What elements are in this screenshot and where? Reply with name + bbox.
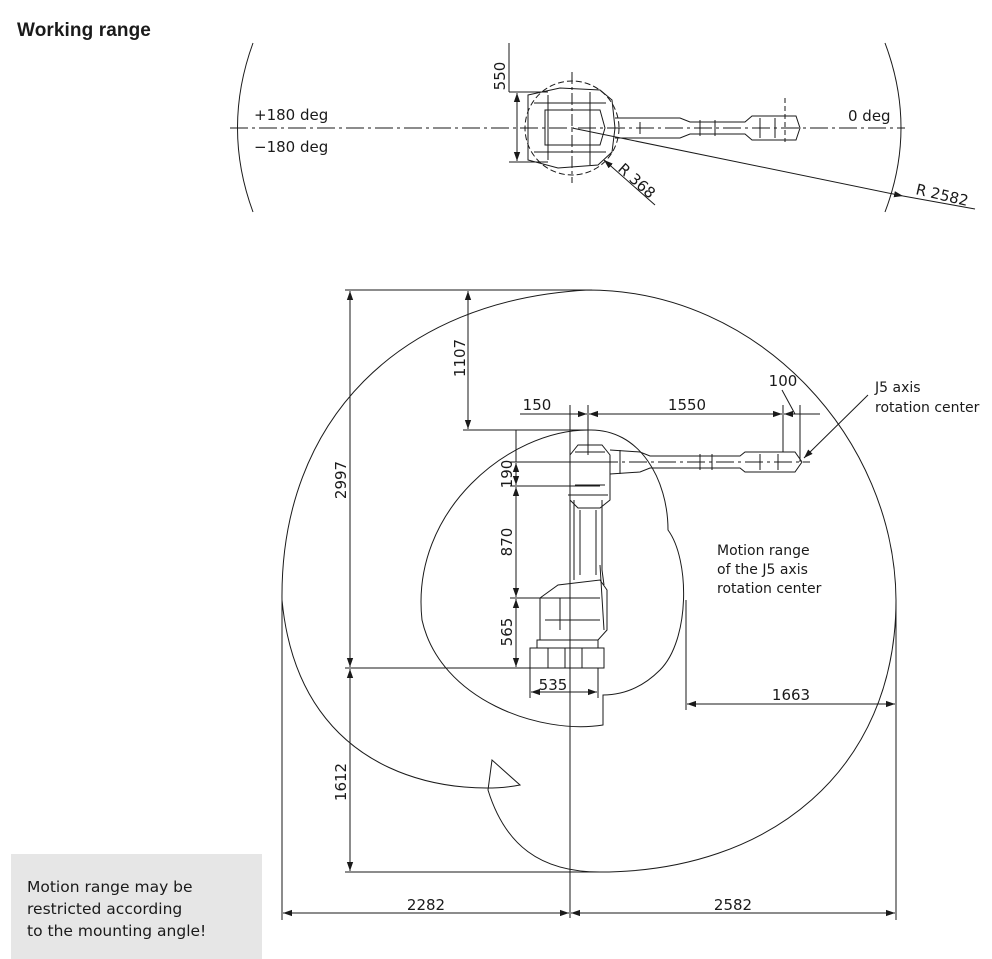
label-motion-line1: Motion range — [717, 543, 810, 559]
label-190: 190 — [498, 460, 516, 489]
label-2282: 2282 — [407, 896, 445, 914]
label-plus-180: +180 deg — [254, 106, 328, 124]
robot-upper-arm-housing — [569, 444, 611, 509]
label-r2582: R 2582 — [914, 180, 970, 210]
label-width-550: 550 — [491, 62, 509, 91]
mounting-note: Motion range may be restricted according… — [27, 878, 207, 940]
label-150: 150 — [523, 396, 552, 414]
label-zero-deg: 0 deg — [848, 107, 891, 125]
top-view — [230, 42, 976, 213]
robot-forearm — [609, 449, 803, 475]
label-1663: 1663 — [772, 686, 810, 704]
label-r368: R 368 — [614, 160, 659, 203]
robot-lower-arm — [573, 500, 605, 586]
label-j5-line1: J5 axis — [874, 380, 921, 396]
robot-lower-body — [539, 579, 608, 641]
label-j5-line2: rotation center — [875, 400, 980, 416]
leader-r368 — [603, 159, 656, 206]
top-arm — [615, 115, 801, 141]
label-1612: 1612 — [332, 763, 350, 801]
top-base-body — [527, 87, 616, 169]
side-view — [281, 289, 897, 920]
page-title: Working range — [17, 20, 151, 41]
note-box: Motion range may be restricted according… — [11, 854, 262, 959]
label-565: 565 — [498, 618, 516, 647]
outer-reach-envelope — [281, 289, 897, 873]
label-100: 100 — [769, 372, 798, 390]
label-motion-line2: of the J5 axis — [717, 562, 808, 578]
label-2582: 2582 — [714, 896, 752, 914]
label-870: 870 — [498, 528, 516, 557]
label-1107: 1107 — [451, 339, 469, 377]
label-535: 535 — [539, 676, 568, 694]
label-minus-180: −180 deg — [254, 138, 328, 156]
inner-reach-envelope — [420, 429, 685, 728]
leader-j5 — [803, 394, 869, 459]
label-1550: 1550 — [668, 396, 706, 414]
label-motion-line3: rotation center — [717, 581, 822, 597]
label-2997: 2997 — [332, 461, 350, 499]
leader-r2582 — [571, 127, 904, 198]
robot-base — [529, 639, 605, 669]
